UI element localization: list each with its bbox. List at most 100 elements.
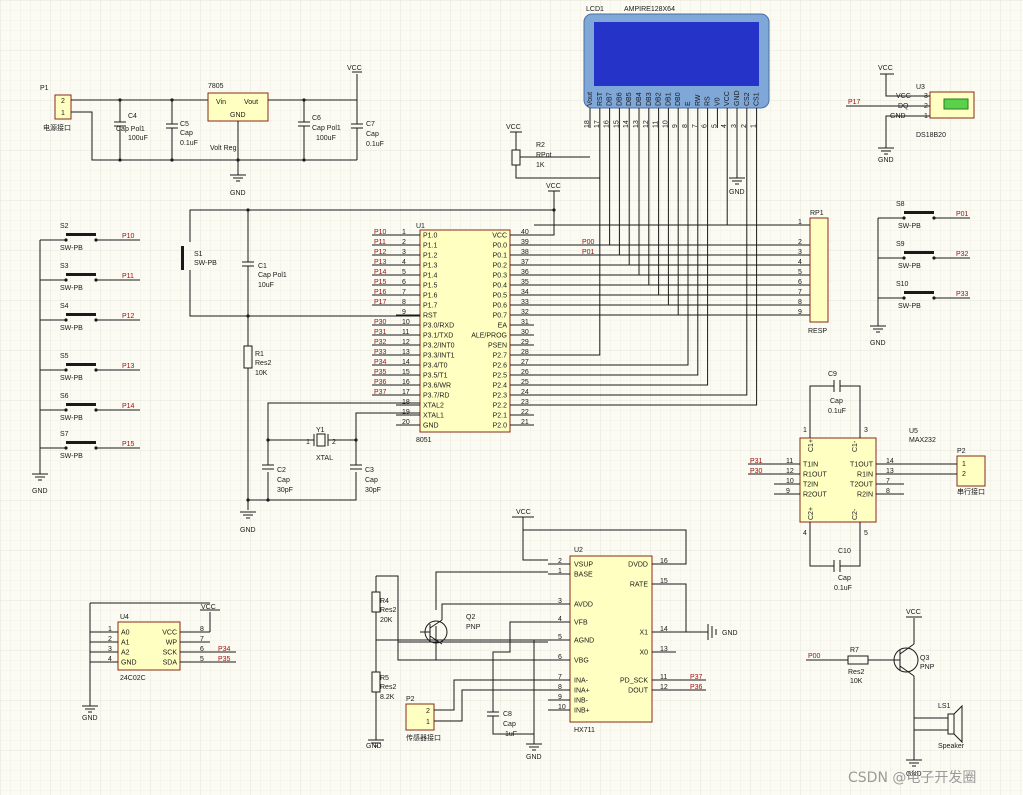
c9-value: 0.1uF [828,408,846,415]
mcu-pin-name-12: P3.2/INT0 [423,343,455,350]
key-contact-a-S3 [64,278,68,282]
bus-wire-ctrl-1 [534,128,689,366]
rp1-body [809,217,829,323]
key-contact-b-S3 [94,278,98,282]
s1-part: SW-PB [194,260,217,267]
mcu-pin-num-28: 28 [521,349,529,356]
key-net-S4: P12 [122,313,135,320]
key-part-S7: SW-PB [60,453,83,460]
vcc-label-buzzer: VCC [906,609,921,616]
max232-pin-name-11: T1IN [803,462,818,469]
mcu-net-P30: P30 [374,319,387,326]
mcu-body [419,229,511,433]
vcc-label-power: VCC [347,65,362,72]
lcd-module: LCD1 AMPIRE128X64 18Vout17RST16DB715DB61… [583,6,770,128]
r7-value: 10K [850,678,863,685]
lcd-pin-num-5: 5 [711,124,718,128]
bus-wire-ctrl-3 [534,128,709,386]
c8-wires [487,621,548,744]
mcu-pin-num-9: 9 [402,309,406,316]
lcd-pin-name-13: DB4 [636,92,643,106]
hx711-pin-name-15: RATE [630,582,648,589]
mcu-pin-num-20: 20 [402,419,410,426]
y1-designator: Y1 [316,427,325,434]
hx711-pin-num-14: 14 [660,626,668,633]
mcu-pin-name-2: P1.1 [423,243,438,250]
rp1-designator: RP1 [810,210,824,217]
mcu-pin-name-38: P0.1 [493,253,508,260]
mcu-pin-name-1: P1.0 [423,233,438,240]
mcu-pin-name-37: P0.2 [493,263,508,270]
hx711-pin-num-1: 1 [558,568,562,575]
y1-pin-2: 2 [332,439,336,446]
key-contact-a-S8 [902,216,906,220]
c5-symbol [166,100,178,160]
mcu-pin-name-39: P0.0 [493,243,508,250]
mcu-net-P15: P15 [374,279,387,286]
power-connector-designator: P1 [40,85,49,92]
mcu-pin-num-24: 24 [521,389,529,396]
hx711-pin-name-4: VFB [574,620,588,627]
lcd-pin-name-7: RW [695,94,702,106]
gnd-symbol-hx [526,743,542,751]
mcu-net-P32: P32 [374,339,387,346]
hx711-pin-num-8: 8 [558,684,562,691]
ds18b20: U3 DS18B20 VCC DQ GND 3 2 1 VCC P17 GND [846,65,975,164]
hx711-pin-name-14: X1 [639,630,648,637]
mcu-net-P16: P16 [374,289,387,296]
eeprom-pin-num-3: 3 [108,646,112,653]
reset-switch-bar [181,246,184,270]
mcu-pin-num-38: 38 [521,249,529,256]
gnd-label-r5: GND [366,743,382,750]
regulator-gnd: GND [230,112,246,119]
mcu-designator: U1 [416,223,425,230]
sensor-connector-pin-2: 2 [426,708,430,715]
c4-part: Cap Pol1 [116,126,145,133]
hx711-net-P37: P37 [690,674,703,681]
max232-pin-4: 4 [803,530,807,537]
lcd-pin-num-9: 9 [672,124,679,128]
mcu-pin-num-30: 30 [521,329,529,336]
buzzer-circuit: P00 R7 Res2 10K Q3 PNP VCC LS1 Speaker G… [806,609,965,778]
rp1-pin-3: 3 [798,249,802,256]
hx711-x1-gnd [652,624,717,640]
hx711-pin-num-11: 11 [660,674,667,681]
eeprom-pin-num-6: 6 [200,646,204,653]
max232-c1m: C1- [852,440,859,452]
regulator-part: Volt Reg [210,145,237,152]
hx711-pin-name-6: VBG [574,658,589,665]
key-net-S8: P01 [956,211,969,218]
mcu-pin-num-6: 6 [402,279,406,286]
c5-part: Cap [180,130,193,137]
mcu-pin-name-20: GND [423,423,439,430]
mcu-net-P34: P34 [374,359,387,366]
mcu-pin-name-16: P3.6/WR [423,383,451,390]
lcd-designator: LCD1 [586,6,604,13]
serial-wires [876,463,957,475]
hx711-pin-name-8: INA+ [574,688,590,695]
eeprom-wires [89,602,220,706]
key-contact-b-S8 [932,216,936,220]
mcu-part: 8051 [416,437,432,444]
key-plunger-S3 [66,273,96,276]
rp1-pin-1: 1 [798,219,802,226]
gnd-symbol-left-keys [32,473,48,481]
gnd-label-left-keys: GND [32,488,48,495]
mcu-pin-name-30: ALE/PROG [471,333,507,340]
max232-pin-num-10: 10 [786,478,794,485]
c4-value: 100uF [128,135,148,142]
bus-wire-ctrl-5 [534,128,758,406]
c7-part: Cap [366,131,379,138]
lcd-pin-name-4: VCC [724,91,731,106]
mcu-pin-num-29: 29 [521,339,529,346]
lcd-screen [594,22,759,86]
sensor-wires [434,679,548,722]
hx711-pin-num-9: 9 [558,694,562,701]
hx711-pin-name-13: X0 [639,650,648,657]
mcu-pin-name-17: P3.7/RD [423,393,449,400]
lcd-pin-num-1: 1 [751,124,758,128]
mcu-pin-num-35: 35 [521,279,529,286]
c3-value: 30pF [365,487,381,494]
